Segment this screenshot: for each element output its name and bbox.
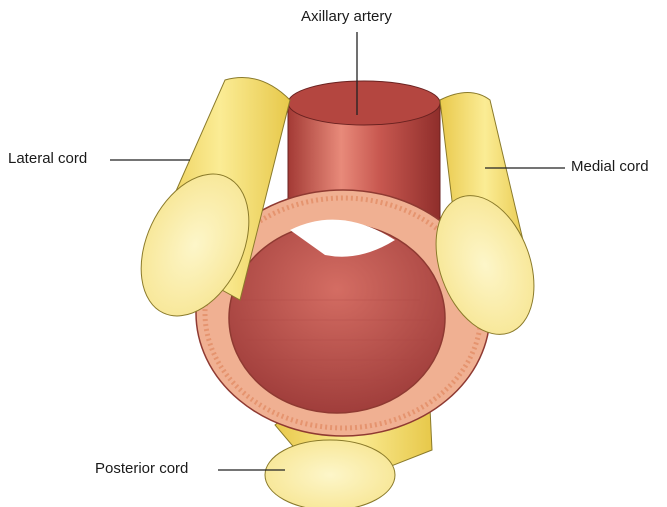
- medial-cord-label: Medial cord: [571, 158, 649, 176]
- axillary-artery-label: Axillary artery: [301, 8, 392, 26]
- lateral-cord-label: Lateral cord: [8, 150, 87, 168]
- posterior-cord-label: Posterior cord: [95, 460, 188, 478]
